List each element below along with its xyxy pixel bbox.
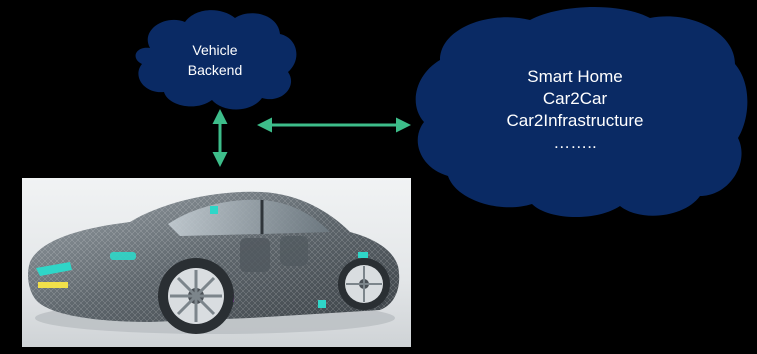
transparent-car-icon [28, 191, 400, 334]
vehicle-backend-label: Vehicle Backend [150, 40, 280, 80]
vehicle-backend-cloud [135, 10, 297, 110]
services-item-car2infrastructure: Car2Infrastructure [506, 111, 644, 130]
services-item-ellipsis: …….. [553, 133, 597, 152]
car-image [22, 178, 411, 347]
backend-label-line-1: Vehicle [192, 42, 238, 58]
services-item-smart-home: Smart Home [527, 67, 623, 86]
services-cloud [415, 6, 748, 218]
services-label: Smart Home Car2Car Car2Infrastructure ……… [445, 66, 705, 154]
backend-label-line-2: Backend [187, 62, 243, 78]
services-item-car2car: Car2Car [542, 89, 608, 108]
